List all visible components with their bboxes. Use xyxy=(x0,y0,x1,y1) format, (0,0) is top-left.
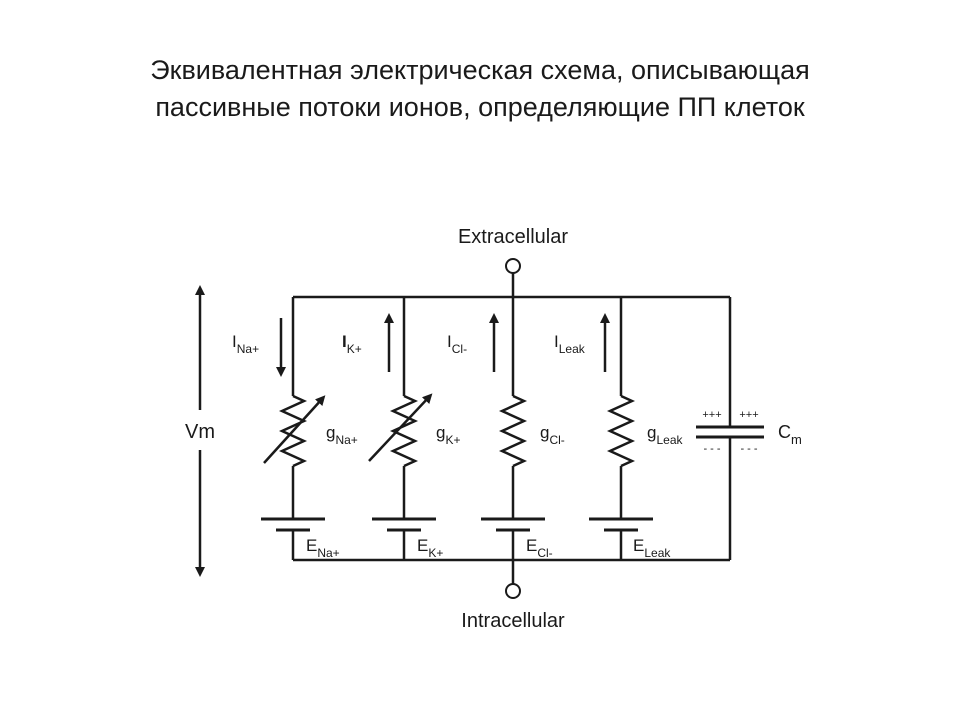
vm-label: Vm xyxy=(185,421,215,443)
label-e-cl: ECl- xyxy=(526,536,553,560)
label-sub: Leak xyxy=(559,342,586,356)
capacitor-plus-left: +++ xyxy=(702,409,721,421)
label-sub: Leak xyxy=(644,546,671,560)
label-main: g xyxy=(436,423,445,442)
variable-conductance-arrow xyxy=(368,393,433,462)
label-i-k: IK+ xyxy=(342,332,362,356)
branch-na: INa+ gNa+ ENa+ xyxy=(232,297,358,560)
title-line-1: Эквивалентная электрическая схема, описы… xyxy=(150,55,810,85)
label-main: E xyxy=(633,536,644,555)
label-sub: Cl- xyxy=(549,433,564,447)
resistor-g-leak xyxy=(606,394,636,468)
membrane-capacitor: +++ +++ - - - - - - Cm xyxy=(696,297,802,560)
label-i-leak: ILeak xyxy=(554,332,586,356)
label-main: g xyxy=(647,423,656,442)
label-sub: Cl- xyxy=(537,546,552,560)
label-main: I xyxy=(554,332,559,351)
capacitor-minus-left: - - - xyxy=(703,443,720,455)
extracellular-terminal xyxy=(505,258,521,274)
label-main: I xyxy=(232,332,237,351)
resistor-g-cl xyxy=(498,394,528,468)
label-sub: Na+ xyxy=(335,433,357,447)
label-main: I xyxy=(447,332,452,351)
label-g-cl: gCl- xyxy=(540,423,565,447)
extracellular-label: Extracellular xyxy=(458,226,568,248)
title-line-2: пассивные потоки ионов, определяющие ПП … xyxy=(155,92,805,122)
label-main: E xyxy=(306,536,317,555)
label-sub: Leak xyxy=(656,433,683,447)
slide-title: Эквивалентная электрическая схема, описы… xyxy=(0,52,960,126)
label-main: C xyxy=(778,422,791,442)
label-e-leak: ELeak xyxy=(633,536,671,560)
label-sub: K+ xyxy=(428,546,443,560)
label-e-k: EK+ xyxy=(417,536,443,560)
resistor-g-k xyxy=(389,394,419,468)
label-main: g xyxy=(540,423,549,442)
resistor-g-na xyxy=(278,394,308,468)
label-cm: Cm xyxy=(778,422,802,447)
branch-k: IK+ gK+ EK+ xyxy=(342,297,460,560)
label-main: E xyxy=(417,536,428,555)
label-sub: Na+ xyxy=(237,342,259,356)
label-g-k: gK+ xyxy=(436,423,460,447)
label-sub: K+ xyxy=(445,433,460,447)
label-main: I xyxy=(342,332,347,351)
label-sub: Cl- xyxy=(452,342,467,356)
branch-cl: ICl- gCl- ECl- xyxy=(447,297,565,560)
intracellular-label: Intracellular xyxy=(461,610,565,632)
capacitor-minus-right: - - - xyxy=(740,443,757,455)
capacitor-plus-right: +++ xyxy=(739,409,758,421)
intracellular-terminal xyxy=(505,583,521,599)
label-i-cl: ICl- xyxy=(447,332,467,356)
label-g-na: gNa+ xyxy=(326,423,358,447)
variable-conductance-arrow xyxy=(263,395,326,464)
label-e-na: ENa+ xyxy=(306,536,340,560)
label-sub: Na+ xyxy=(317,546,339,560)
branch-leak: ILeak gLeak ELeak xyxy=(554,297,683,560)
label-sub: m xyxy=(791,432,802,447)
label-i-na: INa+ xyxy=(232,332,259,356)
label-main: E xyxy=(526,536,537,555)
label-g-leak: gLeak xyxy=(647,423,683,447)
label-sub: K+ xyxy=(347,342,362,356)
label-main: g xyxy=(326,423,335,442)
